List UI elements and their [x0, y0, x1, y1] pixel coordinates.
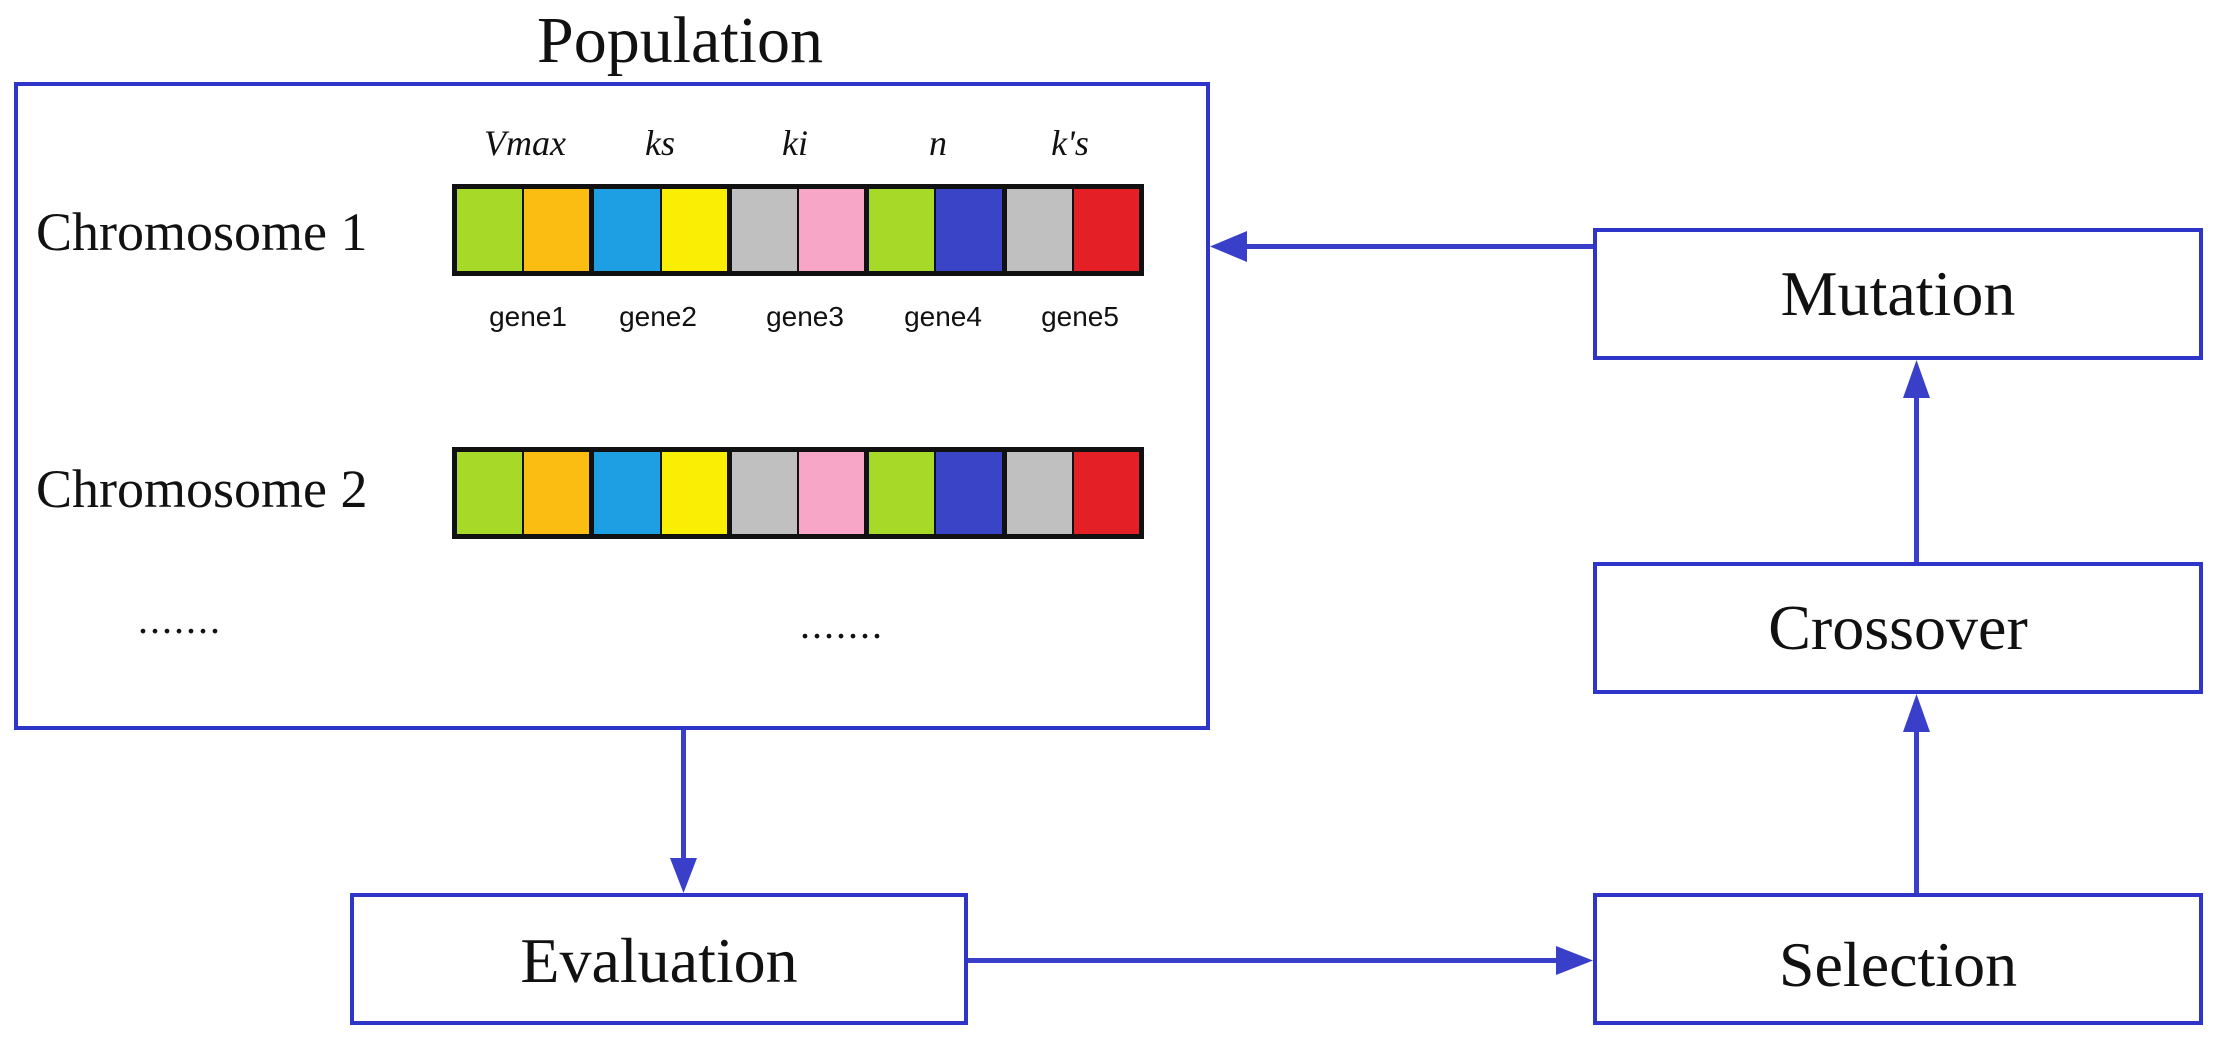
chromosome-2-cell: [799, 452, 870, 534]
arrow-evaluation-to-selection: [968, 958, 1558, 963]
param-label-ks: ks: [645, 123, 675, 163]
chromosome-1-strip: [452, 184, 1144, 276]
chromosome-1-cell: [1073, 189, 1140, 271]
param-label-n: n: [929, 123, 947, 163]
evaluation-label: Evaluation: [520, 925, 798, 996]
chromosome-2-cell: [731, 452, 800, 534]
arrow-selection-to-crossover: [1914, 730, 1919, 893]
crossover-box: Crossover: [1593, 562, 2203, 694]
selection-box: Selection: [1593, 893, 2203, 1025]
chromosome-2-cell: [661, 452, 732, 534]
chromosome-1-cell: [799, 189, 870, 271]
chromosome-2-cell: [1006, 452, 1074, 534]
chromosome-2-strip: [452, 447, 1144, 539]
gene-label-5: gene5: [1041, 301, 1119, 332]
arrow-mutation-to-population: [1244, 244, 1593, 249]
arrow-selection-to-crossover-head: [1903, 694, 1930, 732]
chromosome-1-cell: [869, 189, 937, 271]
chromosome-1-cell: [731, 189, 800, 271]
crossover-label: Crossover: [1768, 592, 2028, 663]
ellipsis-right: .......: [800, 602, 884, 647]
chromosome-1-cell: [936, 189, 1007, 271]
chromosome-2-cell: [457, 452, 525, 534]
param-label-kprime-s: k's: [1051, 123, 1089, 163]
chromosome-2-cell: [936, 452, 1007, 534]
chromosome-1-cell: [1006, 189, 1074, 271]
arrow-mutation-to-population-head: [1210, 231, 1247, 262]
chromosome-2-cell: [1073, 452, 1140, 534]
mutation-label: Mutation: [1780, 258, 2016, 329]
chromosome-2-cell: [869, 452, 937, 534]
arrow-population-to-evaluation: [681, 730, 686, 862]
gene-label-4: gene4: [904, 301, 982, 332]
chromosome-1-cell: [457, 189, 525, 271]
chromosome-2-cell: [524, 452, 595, 534]
chromosome-1-label: Chromosome 1: [36, 202, 368, 262]
gene-label-2: gene2: [619, 301, 697, 332]
chromosome-2-cell: [594, 452, 662, 534]
population-title: Population: [536, 4, 823, 77]
arrow-population-to-evaluation-head: [670, 858, 697, 893]
arrow-crossover-to-mutation-head: [1903, 360, 1930, 398]
selection-label: Selection: [1778, 929, 2018, 1000]
chromosome-1-cell: [594, 189, 662, 271]
chromosome-1-cell: [524, 189, 595, 271]
ellipsis-left: .......: [138, 597, 222, 642]
arrow-crossover-to-mutation: [1914, 395, 1919, 562]
arrow-evaluation-to-selection-head: [1556, 946, 1593, 975]
mutation-box: Mutation: [1593, 228, 2203, 360]
evaluation-box: Evaluation: [350, 893, 968, 1025]
chromosome-1-cell: [661, 189, 732, 271]
param-label-ki: ki: [782, 123, 808, 163]
gene-label-3: gene3: [766, 301, 844, 332]
gene-label-1: gene1: [489, 301, 567, 332]
param-label-vmax: Vmax: [484, 123, 566, 163]
chromosome-2-label: Chromosome 2: [36, 459, 368, 519]
